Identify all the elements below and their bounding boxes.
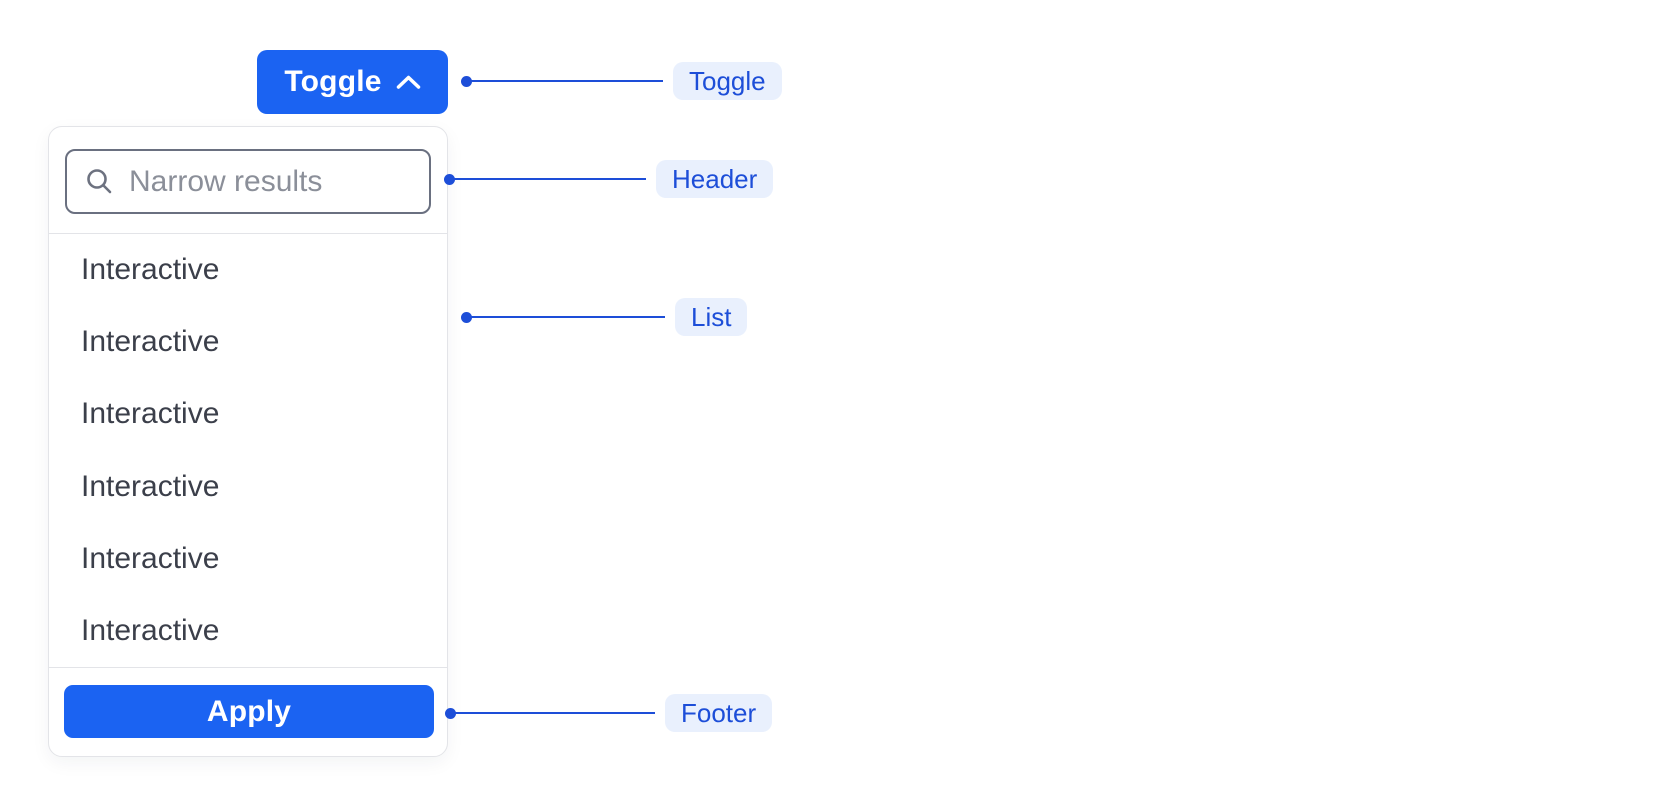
toggle-button[interactable]: Toggle	[257, 50, 448, 114]
annotation-line	[454, 177, 646, 181]
list-item[interactable]: Interactive	[81, 613, 220, 647]
annotation-line	[471, 315, 665, 319]
search-box[interactable]	[65, 149, 447, 214]
annotation-toggle: Toggle	[461, 62, 782, 100]
annotation-header: Header	[444, 160, 774, 198]
annotation-pill-footer: Footer	[665, 694, 773, 732]
annotation-line	[471, 79, 663, 83]
annotation-line	[455, 711, 655, 715]
annotation-dot	[461, 311, 472, 323]
annotation-footer: Footer	[445, 694, 773, 732]
search-icon	[87, 169, 112, 194]
search-input[interactable]	[129, 151, 447, 212]
toggle-button-label: Toggle	[284, 65, 382, 98]
dropdown-list: Interactive Interactive Interactive Inte…	[49, 234, 447, 667]
annotation-dot	[461, 75, 472, 87]
annotation-pill-toggle: Toggle	[673, 62, 782, 100]
list-item[interactable]: Interactive	[81, 541, 220, 575]
apply-button[interactable]: Apply	[64, 685, 434, 738]
chevron-up-icon	[396, 75, 420, 89]
dropdown-panel: Interactive Interactive Interactive Inte…	[48, 126, 448, 757]
dropdown-header	[49, 127, 447, 234]
list-item[interactable]: Interactive	[81, 325, 220, 359]
dropdown-footer: Apply	[49, 667, 447, 756]
annotation-pill-list: List	[675, 298, 748, 336]
annotation-pill-header: Header	[656, 160, 774, 198]
list-item[interactable]: Interactive	[81, 253, 220, 287]
annotation-list: List	[461, 298, 748, 336]
list-item[interactable]: Interactive	[81, 469, 220, 503]
list-item[interactable]: Interactive	[81, 397, 220, 431]
